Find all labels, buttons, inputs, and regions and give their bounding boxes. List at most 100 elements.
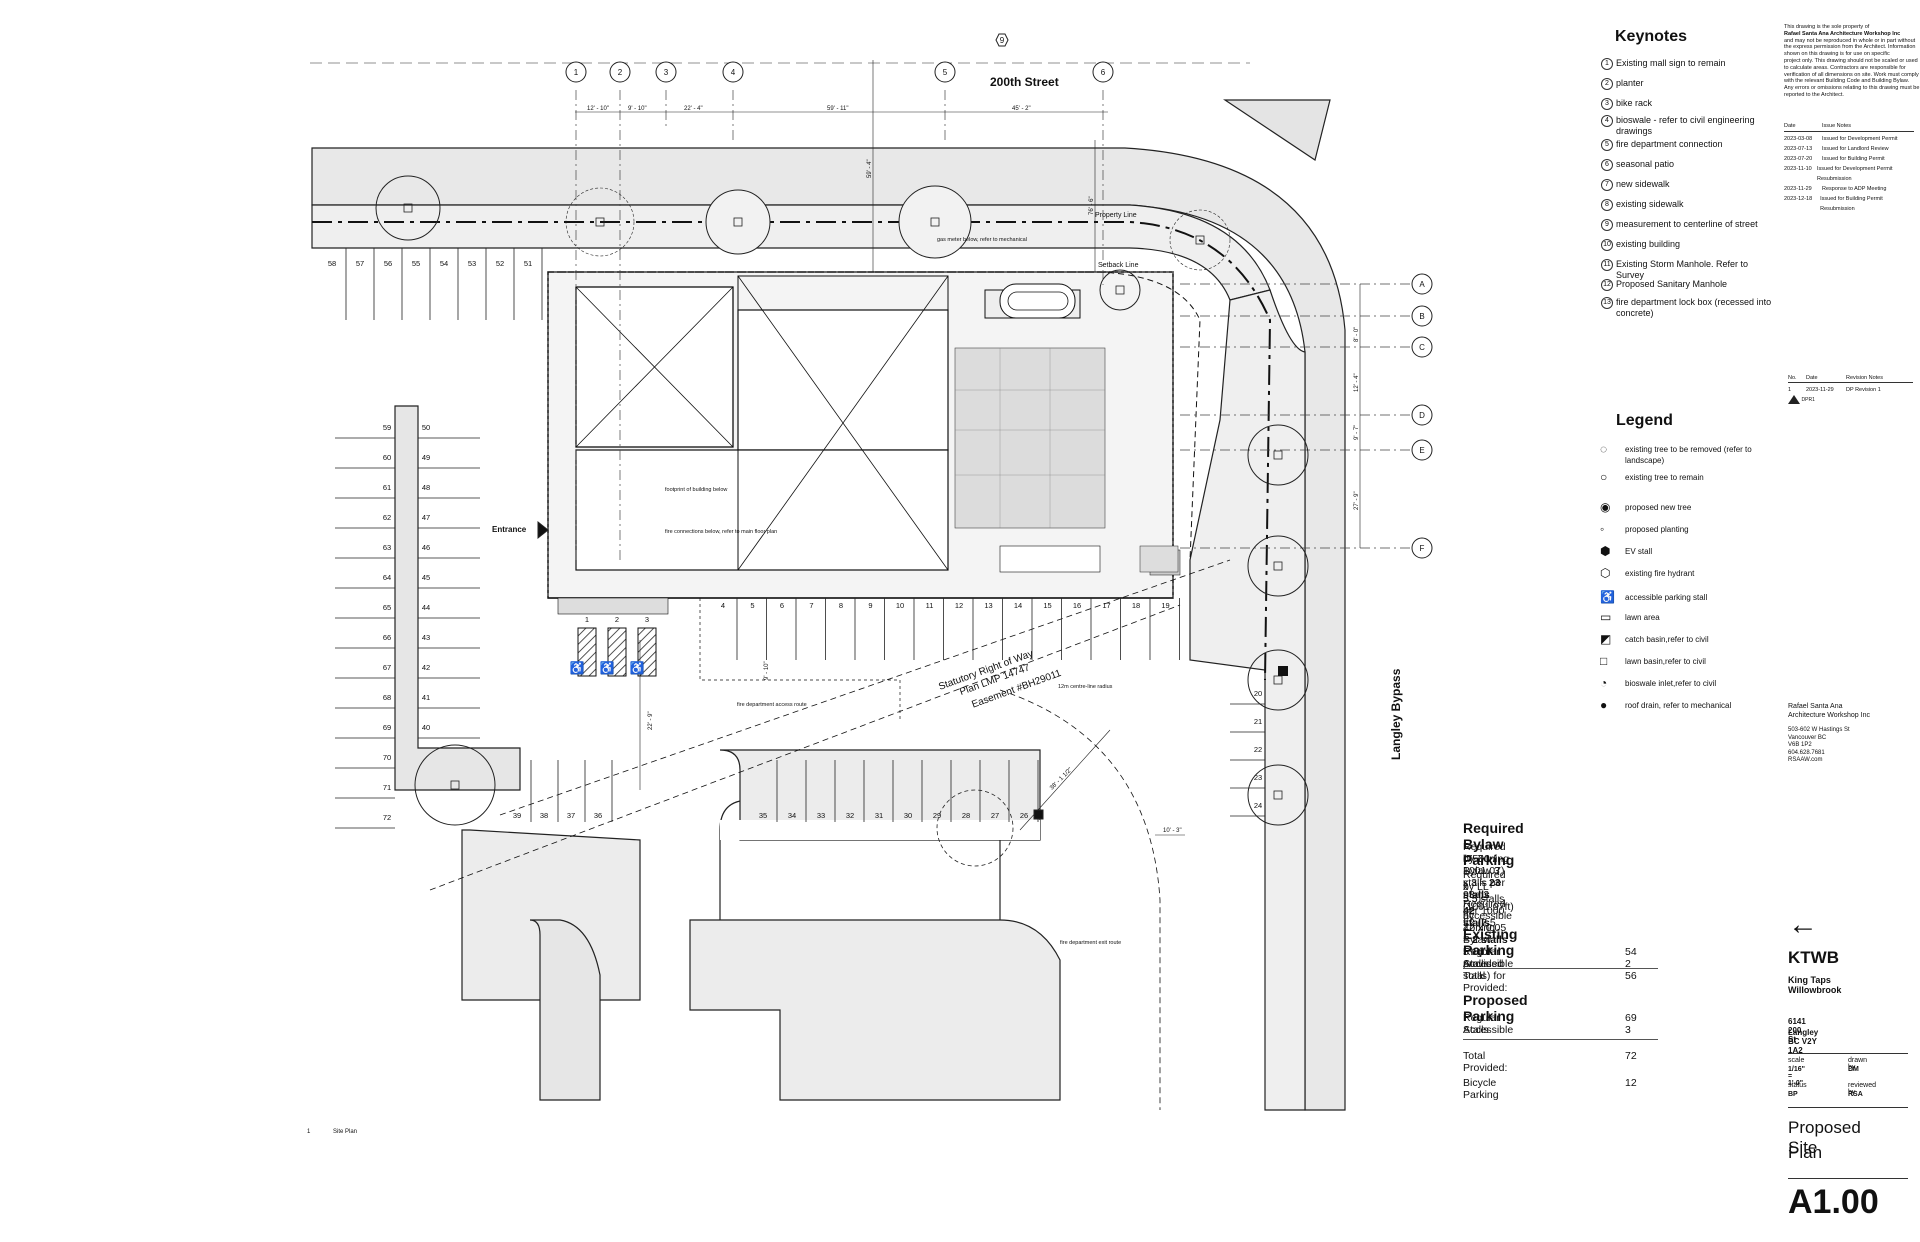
parking-label: Total Provided: — [1463, 970, 1508, 994]
tree-removed-icon — [565, 187, 635, 257]
stall-number: 17 — [1102, 601, 1110, 610]
tb-divider-1 — [1788, 1053, 1908, 1054]
keynote-text: bioswale - refer to civil engineering dr… — [1616, 115, 1755, 136]
stall-number: 32 — [846, 811, 854, 820]
stall-number: 30 — [904, 811, 912, 820]
parking-value: 54 — [1625, 946, 1637, 958]
req-line-3: Required by Zoning Bylaw 5%(of provided … — [1463, 898, 1506, 982]
issue-cell: Issued for Building Permit — [1822, 156, 1885, 162]
rev-head-notes: Revision Notes — [1846, 375, 1883, 381]
island-south-d — [529, 919, 601, 1101]
grid-bubble-A: A — [1411, 273, 1433, 295]
keynote-number: 1 — [1601, 58, 1613, 70]
stall-number: 23 — [1254, 773, 1262, 782]
keynote-text: Existing mall sign to remain — [1616, 58, 1726, 68]
site-symbols — [537, 520, 1288, 867]
fire-exit-label: fire department exit route — [1060, 940, 1121, 946]
keynote-number: 9 — [1601, 219, 1613, 231]
legend-text: proposed planting — [1625, 525, 1689, 534]
grid-bubble-label: 2 — [618, 68, 623, 77]
firm-info: Rafael Santa Ana Architecture Workshop I… — [1788, 702, 1870, 765]
rev-stamp: DPR1 — [1801, 396, 1815, 403]
fire-access-label: fire department access route — [737, 702, 807, 708]
req-line-3b-text: accessible 42 x 0.05 = — [1463, 910, 1513, 946]
project-addr-2: Langley BC V2Y 1A2 — [1788, 1028, 1819, 1055]
grid-bubble-label: 3 — [664, 68, 669, 77]
stall-number: 4 — [721, 601, 725, 610]
dim-top-1: 12' - 10" — [587, 106, 609, 112]
issue-cell: 2023-03-08 — [1784, 136, 1813, 142]
keynote-number: 12 — [1601, 279, 1613, 291]
disclaimer-line: reported to the Architect. — [1784, 91, 1844, 98]
stall-number: 53 — [468, 259, 476, 268]
dim-right-2: 12' - 4" — [1354, 373, 1360, 392]
stall-number: 50 — [422, 423, 430, 432]
street-north-label: 200th Street — [990, 75, 1059, 89]
entrance-label: Entrance — [492, 525, 527, 534]
tree-existing-icon — [1247, 424, 1309, 486]
req-line-2: Required by LL 5.5 stalls per 1000 ft2 (… — [1463, 869, 1506, 929]
sheet-title-2: Plan — [1788, 1143, 1823, 1162]
dim-d4: 9' - 10" — [764, 661, 770, 680]
parking-value: 2 — [1625, 958, 1631, 970]
property-lines — [312, 221, 1272, 1110]
stall-number: 45 — [422, 573, 430, 582]
parking-label: Regular Stalls — [1463, 946, 1500, 970]
island-south-e — [689, 919, 1061, 1101]
stall-number: 38 — [540, 811, 548, 820]
keynote-number: 4 — [1601, 115, 1613, 127]
issue-head-cell: Issue Notes — [1822, 123, 1852, 129]
stall-number: 13 — [984, 601, 992, 610]
legend-text: EV stall — [1625, 547, 1653, 556]
island-west — [394, 405, 521, 791]
parking-value: 3 — [1625, 1024, 1631, 1036]
dim-right-1: 8' - 0" — [1354, 327, 1360, 342]
stall-number: 16 — [1073, 601, 1081, 610]
firm-name-1: Rafael Santa Ana — [1788, 703, 1843, 710]
keynote-number: 11 — [1601, 259, 1613, 271]
tb-divider-3 — [1788, 1178, 1908, 1179]
stall-number: 11 — [926, 601, 934, 610]
roads — [311, 99, 1346, 1111]
radius-label: 12m centre-line radius — [1058, 684, 1113, 690]
issue-head-cell: Date — [1784, 123, 1796, 129]
stall-number: 43 — [422, 633, 430, 642]
status-value: BP — [1788, 1091, 1798, 1098]
legend-text: catch basin,refer to civil — [1625, 635, 1709, 644]
stall-number: 52 — [496, 259, 504, 268]
firm-addr-1: Vancouver BC — [1788, 734, 1827, 741]
sidewalk-east — [1189, 289, 1306, 1111]
paving-grid — [1139, 545, 1179, 573]
stall-number: 27 — [991, 811, 999, 820]
firm-addr-4: RSAAW.com — [1788, 757, 1823, 763]
dim-right-4: 27' - 9" — [1354, 491, 1360, 510]
stall-number: 39 — [513, 811, 521, 820]
grid-bubble-label: F — [1420, 544, 1425, 553]
rev-head-date: Date — [1806, 375, 1818, 381]
road-200th-street — [311, 147, 1346, 1111]
dim-top-4: 59' - 11" — [827, 106, 849, 112]
scale-label: scale — [1788, 1057, 1805, 1064]
tree-existing-icon — [414, 744, 496, 826]
parking-divider — [1463, 968, 1658, 969]
status-label: status — [1788, 1082, 1807, 1089]
keynote-text: fire department connection — [1616, 139, 1723, 149]
rev-triangle-icon — [1788, 395, 1800, 404]
tb-divider-2 — [1788, 1107, 1908, 1108]
ev-stall-icon: ⬢ — [1600, 544, 1611, 558]
stall-number: 59 — [383, 423, 391, 432]
parking-label: Accessible — [1463, 1024, 1514, 1036]
keynote-number: 13 — [1601, 297, 1613, 309]
roof-drain-icon: ● — [1600, 698, 1608, 712]
stall-number: 28 — [962, 811, 970, 820]
stall-number: 56 — [384, 259, 392, 268]
grid-bubble-9: 9 — [995, 33, 1009, 47]
stall-number: 15 — [1043, 601, 1051, 610]
grid-bubble-label: C — [1419, 343, 1425, 352]
existing-parking-title: Existing Parking — [1463, 926, 1518, 958]
stall-number: 64 — [383, 573, 391, 582]
stall-number: 44 — [422, 603, 430, 612]
